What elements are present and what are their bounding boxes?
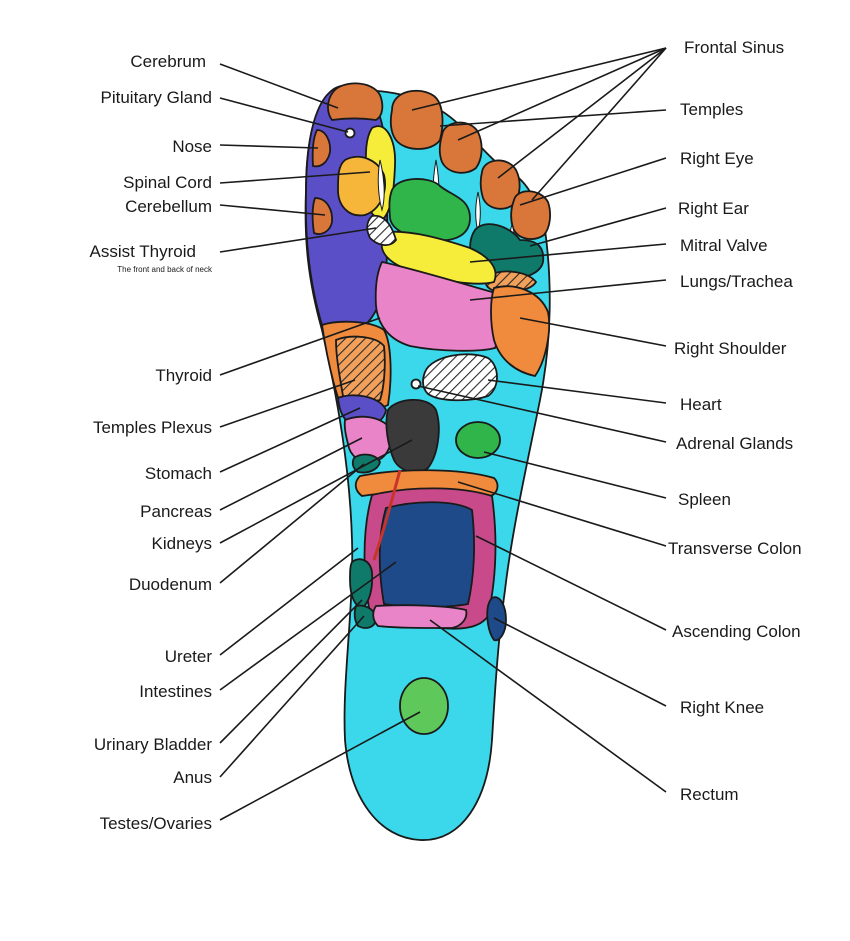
testes-ovaries-zone	[399, 677, 449, 735]
label-anus: Anus	[173, 768, 212, 787]
label-transverse-colon: Transverse Colon	[668, 539, 802, 558]
label-testes-ovaries: Testes/Ovaries	[100, 814, 212, 833]
toe-5	[510, 190, 551, 240]
leader-lines	[219, 47, 667, 821]
ureter-zone	[353, 604, 377, 629]
spleen-zone	[455, 421, 501, 459]
heart-zone	[422, 353, 498, 402]
label-ascending-colon: Ascending Colon	[672, 622, 801, 641]
leader-nose	[219, 144, 319, 149]
leader-spinal-cord	[219, 171, 371, 184]
leader-frontal-sinus-2	[457, 47, 667, 141]
leader-ascending-colon	[475, 535, 667, 631]
leader-temples-plexus	[219, 379, 356, 428]
label-right-shoulder: Right Shoulder	[674, 339, 787, 358]
leader-thyroid	[219, 317, 381, 376]
thyroid-hatch	[335, 335, 386, 403]
leader-pituitary	[219, 97, 349, 133]
toe-3	[438, 121, 483, 174]
heart-dot	[410, 378, 422, 390]
leader-pancreas	[219, 437, 363, 511]
label-stomach: Stomach	[145, 464, 212, 483]
lungs-zone	[374, 260, 503, 352]
leader-right-knee	[493, 617, 667, 707]
leader-testes	[219, 711, 421, 821]
label-adrenal-glands: Adrenal Glands	[676, 434, 793, 453]
leader-kidneys	[219, 439, 413, 544]
label-spinal-cord: Spinal Cord	[123, 173, 212, 192]
leader-frontal-sinus-4	[531, 47, 667, 201]
leader-transverse-colon	[457, 481, 667, 547]
leader-lungs	[469, 279, 667, 301]
right-labels: Frontal Sinus Temples Right Eye Right Ea…	[668, 38, 802, 804]
intestines-zone	[378, 501, 475, 608]
label-mitral-valve: Mitral Valve	[680, 236, 768, 255]
label-temples-plexus: Temples Plexus	[93, 418, 212, 437]
lungs-upper-zone	[380, 230, 497, 285]
shoulder-zone	[490, 285, 551, 378]
toe-2	[389, 89, 444, 150]
label-assist-thyroid-note: The front and back of neck	[117, 265, 213, 274]
leader-heart	[487, 379, 667, 404]
leader-right-eye	[519, 157, 667, 206]
leader-stomach	[219, 407, 361, 473]
label-urinary-bladder: Urinary Bladder	[94, 735, 212, 754]
leader-cerebellum	[219, 204, 326, 216]
leader-right-shoulder	[519, 317, 667, 347]
toe-slit-1	[377, 159, 385, 212]
left-labels: Cerebrum Pituitary Gland Nose Spinal Cor…	[90, 52, 213, 833]
leader-duodenum	[219, 463, 365, 584]
pancreas-zone	[385, 398, 440, 474]
label-heart: Heart	[680, 395, 722, 414]
label-rectum: Rectum	[680, 785, 739, 804]
leader-right-ear	[529, 207, 667, 247]
label-right-ear: Right Ear	[678, 199, 749, 218]
label-spleen: Spleen	[678, 490, 731, 509]
leader-cerebrum	[219, 63, 339, 109]
neck-zone	[337, 155, 386, 217]
leader-assist-thyroid	[219, 227, 377, 253]
label-temples: Temples	[680, 100, 743, 119]
eye-zone	[388, 178, 471, 242]
label-duodenum: Duodenum	[129, 575, 212, 594]
leader-adrenal	[417, 385, 667, 443]
label-assist-thyroid: Assist Thyroid	[90, 242, 196, 261]
label-thyroid: Thyroid	[155, 366, 212, 385]
label-nose: Nose	[172, 137, 212, 156]
foot	[304, 82, 551, 841]
leader-temples	[439, 109, 667, 127]
leader-frontal-sinus-3	[497, 47, 667, 179]
leader-spleen	[483, 451, 667, 499]
leader-ureter	[219, 547, 359, 656]
label-pancreas: Pancreas	[140, 502, 212, 521]
label-lungs-trachea: Lungs/Trachea	[680, 272, 793, 291]
leader-intestines	[219, 561, 397, 691]
nose-zone	[311, 129, 331, 168]
label-kidneys: Kidneys	[152, 534, 212, 553]
leader-mitral-valve	[469, 243, 667, 263]
label-right-eye: Right Eye	[680, 149, 754, 168]
leader-anus	[219, 615, 365, 778]
pituitary-dot	[344, 127, 356, 139]
leader-rectum	[429, 619, 667, 793]
label-frontal-sinus: Frontal Sinus	[684, 38, 784, 57]
ureter-line	[372, 469, 402, 561]
label-right-knee: Right Knee	[680, 698, 764, 717]
label-ureter: Ureter	[165, 647, 213, 666]
label-cerebrum: Cerebrum	[130, 52, 206, 71]
rectum-zone	[372, 604, 468, 629]
label-cerebellum: Cerebellum	[125, 197, 212, 216]
label-pituitary-gland: Pituitary Gland	[101, 88, 213, 107]
assist-thyroid-hatch	[366, 214, 397, 246]
leader-frontal-sinus-1	[411, 47, 667, 111]
label-intestines: Intestines	[139, 682, 212, 701]
big-toe-tip	[327, 82, 384, 121]
leader-urinary-bladder	[219, 599, 363, 744]
